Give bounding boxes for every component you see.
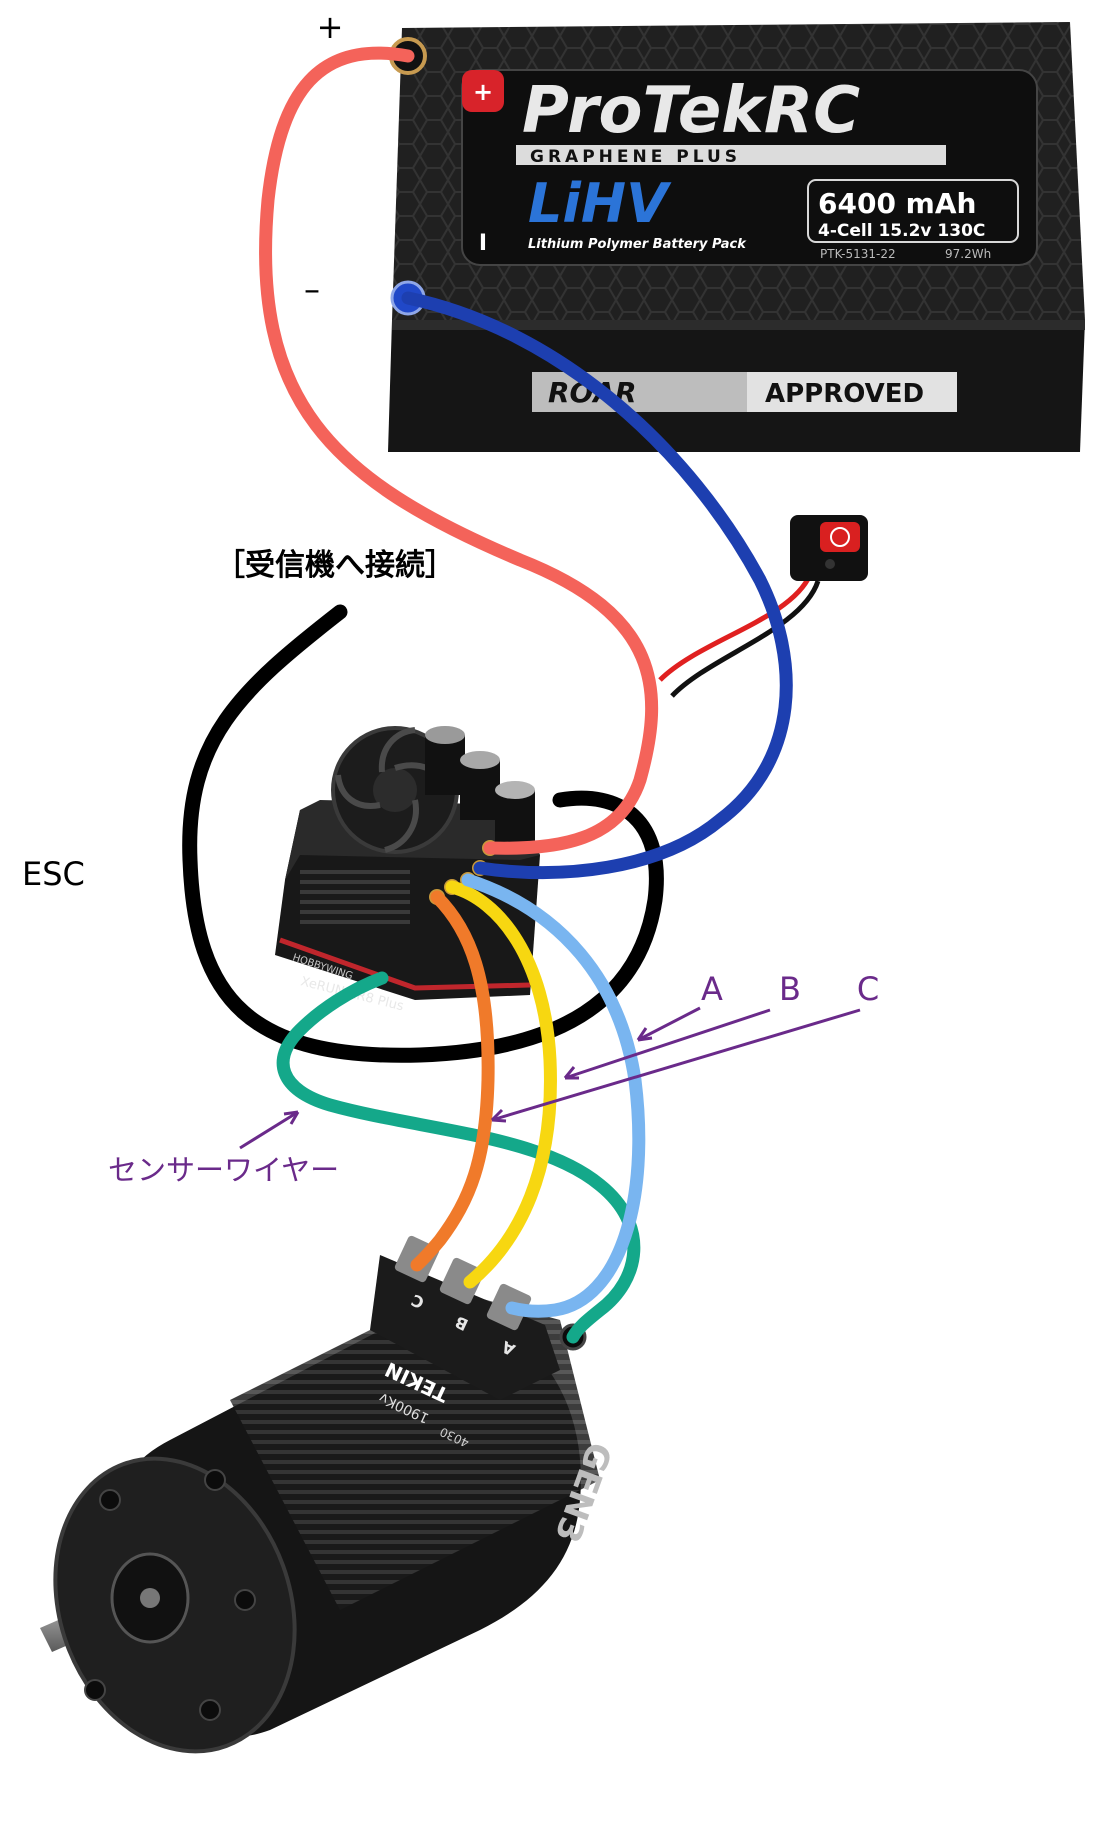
phase-b-pointer — [564, 1008, 771, 1080]
roar-approved-sticker: ROAR APPROVED — [532, 372, 957, 412]
receiver-wire — [182, 604, 664, 1063]
sensor-wire-pointer — [239, 1110, 299, 1150]
annotations: + – ［受信機へ接続］ ESC A B C センサーワイヤー — [22, 8, 879, 1187]
battery-pack-desc: Lithium Polymer Battery Pack — [528, 237, 747, 252]
motor: C B A TEKIN 1900Kv 4030 GEN3 — [40, 1235, 619, 1754]
receiver-label: ［受信機へ接続］ — [215, 548, 455, 583]
minus-label: – — [304, 270, 320, 308]
phase-c-wire — [410, 890, 495, 1272]
sensor-cable — [276, 971, 641, 1344]
battery-energy: 97.2Wh — [945, 247, 991, 261]
motor-terminal-b-tab — [439, 1257, 485, 1305]
esc-capacitors — [425, 726, 535, 850]
battery-subbrand: GRAPHENE PLUS — [530, 147, 741, 167]
phase-b-label: B — [779, 970, 801, 1008]
battery-minus-badge-text: I — [479, 231, 487, 256]
battery-part-number: PTK-5131-22 — [820, 247, 896, 261]
positive-wire — [259, 46, 659, 855]
battery-capacity: 6400 mAh — [818, 187, 976, 220]
sensor-wire-label: センサーワイヤー — [108, 1153, 339, 1187]
phase-a-pointer — [637, 1006, 701, 1042]
battery-type: LiHV — [528, 172, 672, 235]
battery-plus-badge — [462, 70, 504, 112]
esc-label: ESC — [22, 855, 85, 893]
power-icon — [830, 527, 850, 547]
battery-brand: ProTekRC — [522, 74, 860, 148]
battery-pack: + I ProTekRC GRAPHENE PLUS LiHV Lithium … — [388, 22, 1085, 452]
phase-b-wire — [445, 880, 557, 1289]
negative-wire — [401, 291, 793, 880]
plus-label: + — [317, 8, 344, 46]
roar-approved-text: APPROVED — [765, 379, 924, 409]
phase-c-label: C — [857, 970, 879, 1008]
battery-label: + I ProTekRC GRAPHENE PLUS LiHV Lithium … — [461, 69, 1038, 266]
phase-a-wire — [461, 873, 646, 1318]
phase-a-label: A — [701, 970, 723, 1008]
battery-plus-badge-text: + — [473, 78, 493, 106]
power-switch — [658, 515, 868, 698]
phase-c-pointer — [491, 1008, 861, 1122]
battery-spec: 4-Cell 15.2v 130C — [818, 221, 985, 241]
